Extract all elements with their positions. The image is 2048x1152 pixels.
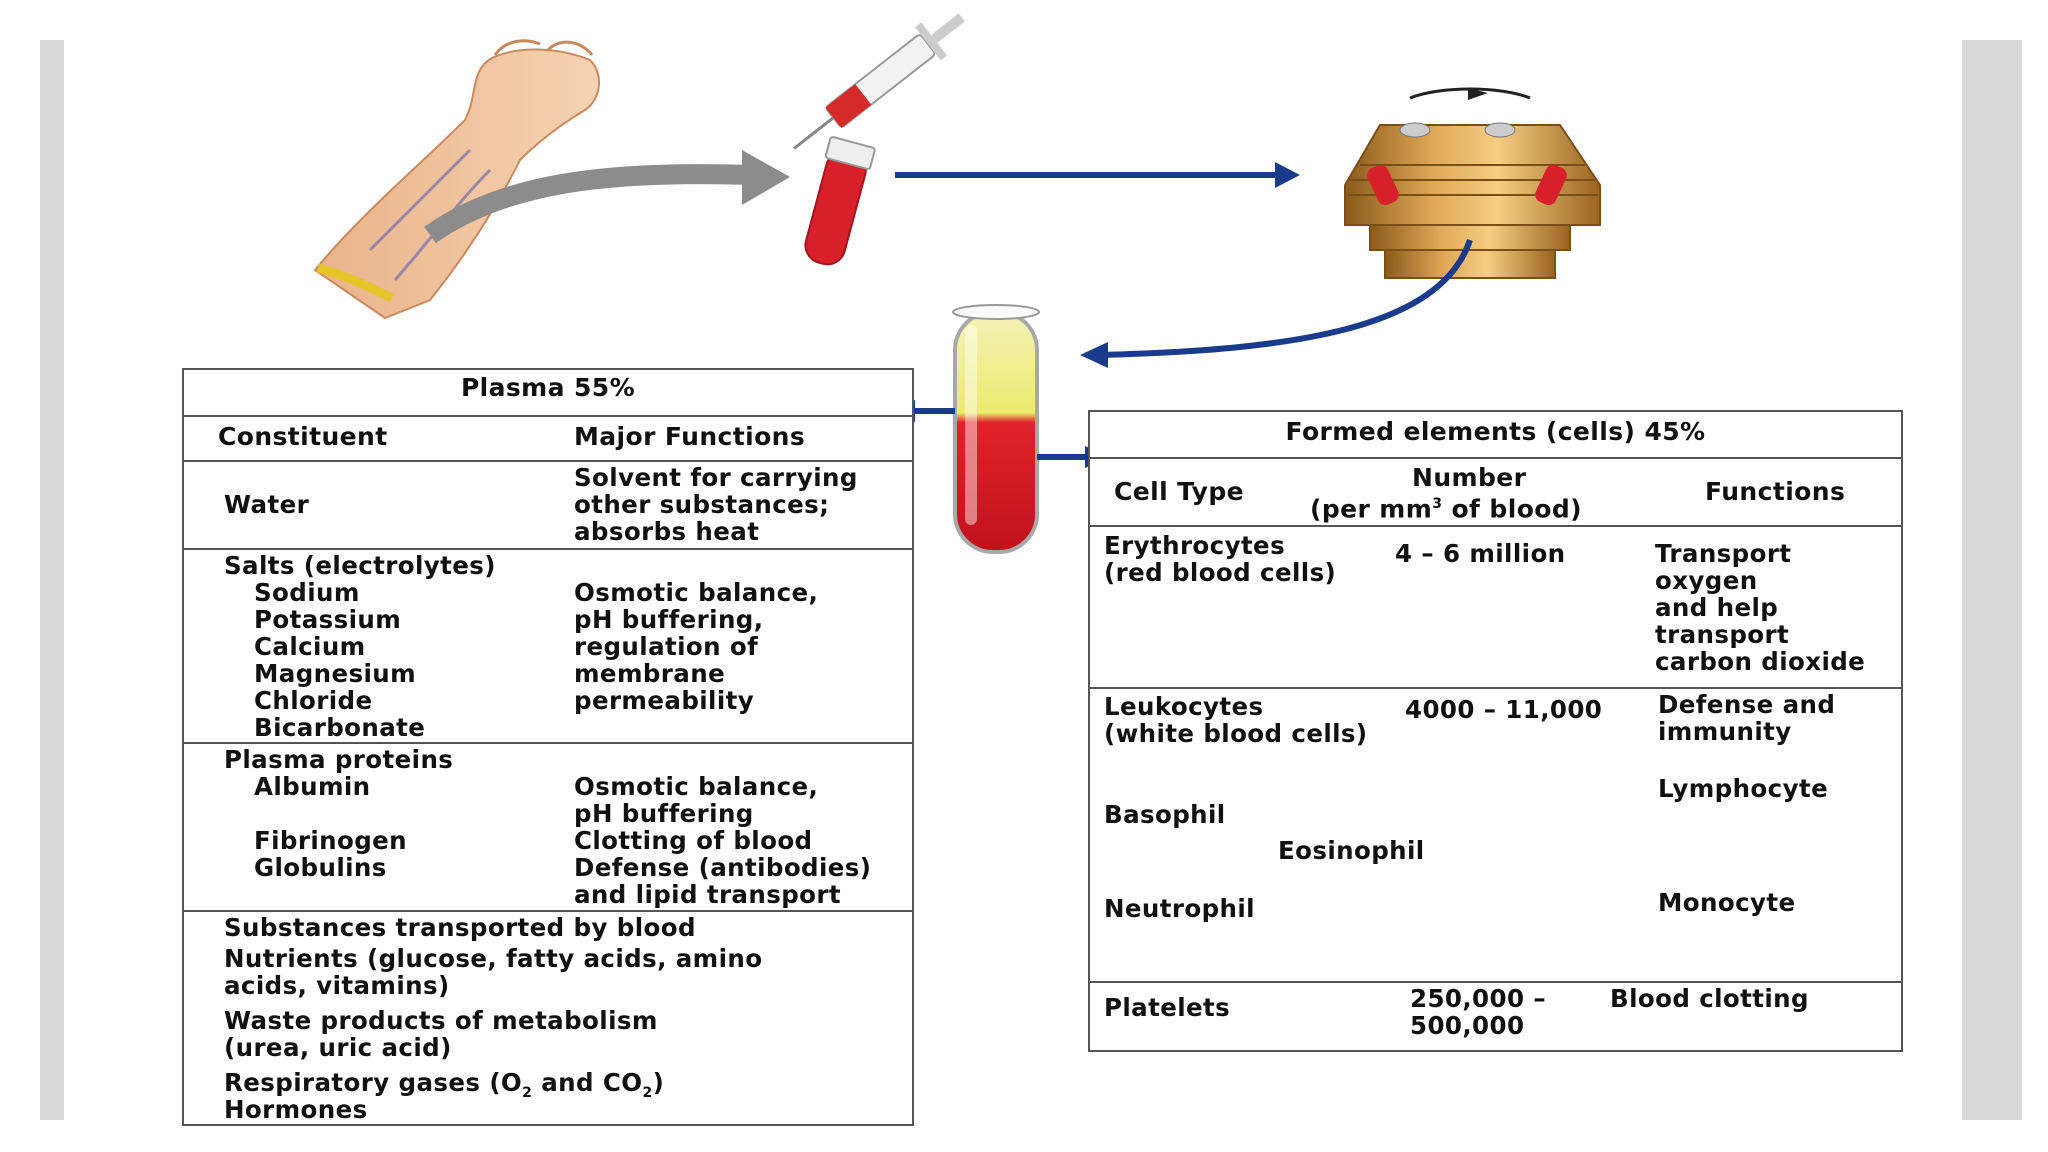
salt-item: Potassium bbox=[254, 605, 402, 634]
blood-tube-illustration bbox=[804, 136, 876, 266]
erythrocytes-function-2: oxygen bbox=[1655, 566, 1758, 595]
salts-function-2: pH buffering, bbox=[574, 605, 764, 634]
globulins-label: Globulins bbox=[254, 853, 387, 882]
leukocytes-function-2: immunity bbox=[1658, 717, 1792, 746]
syringe-illustration bbox=[793, 13, 965, 150]
leukocytes-function-1: Defense and bbox=[1658, 690, 1836, 719]
right-gray-bar bbox=[1962, 40, 2022, 1120]
salts-label: Salts (electrolytes) bbox=[224, 551, 496, 580]
leukocytes-alias: (white blood cells) bbox=[1104, 719, 1368, 748]
proteins-label: Plasma proteins bbox=[224, 745, 454, 774]
salt-item: Chloride bbox=[254, 686, 373, 715]
albumin-function-2: pH buffering bbox=[574, 799, 754, 828]
formed-row-leukocytes: Leukocytes (white blood cells) 4000 – 11… bbox=[1090, 687, 1901, 981]
formed-header-row: Cell Type Number (per mm3 of blood) Func… bbox=[1090, 457, 1901, 525]
plasma-col-functions: Major Functions bbox=[574, 422, 806, 451]
basophil-label: Basophil bbox=[1104, 800, 1226, 829]
erythrocytes-alias: (red blood cells) bbox=[1104, 558, 1337, 587]
formed-col-number-2: (per mm3 of blood) bbox=[1310, 494, 1582, 524]
salts-function-3: regulation of bbox=[574, 632, 759, 661]
formed-col-number-1: Number bbox=[1412, 463, 1527, 492]
platelets-function: Blood clotting bbox=[1610, 984, 1809, 1013]
neutrophil-label: Neutrophil bbox=[1104, 894, 1255, 923]
salt-item: Magnesium bbox=[254, 659, 417, 688]
salts-function-5: permeability bbox=[574, 686, 755, 715]
plasma-row-substances: Substances transported by blood Nutrient… bbox=[184, 910, 912, 1124]
platelets-number-2: 500,000 bbox=[1410, 1011, 1525, 1040]
erythrocytes-function-1: Transport bbox=[1655, 539, 1792, 568]
albumin-function-1: Osmotic balance, bbox=[574, 772, 819, 801]
formed-col-functions: Functions bbox=[1705, 477, 1846, 506]
hormones: Hormones bbox=[224, 1095, 368, 1124]
arm-illustration bbox=[313, 39, 601, 320]
monocyte-label: Monocyte bbox=[1658, 888, 1796, 917]
erythrocytes-function-3: and help bbox=[1655, 593, 1779, 622]
erythrocytes-function-5: carbon dioxide bbox=[1655, 647, 1866, 676]
salt-item: Bicarbonate bbox=[254, 713, 426, 742]
salts-function-1: Osmotic balance, bbox=[574, 578, 819, 607]
substances-title: Substances transported by blood bbox=[224, 913, 696, 942]
fibrinogen-label: Fibrinogen bbox=[254, 826, 408, 855]
plasma-row-water: Water Solvent for carrying other substan… bbox=[184, 460, 912, 548]
platelets-number-1: 250,000 – bbox=[1410, 984, 1546, 1013]
platelets-label: Platelets bbox=[1104, 993, 1231, 1022]
lymphocyte-label: Lymphocyte bbox=[1658, 774, 1829, 803]
albumin-label: Albumin bbox=[254, 772, 371, 801]
plasma-row-proteins: Plasma proteins Albumin Osmotic balance,… bbox=[184, 742, 912, 910]
water-label: Water bbox=[224, 490, 310, 519]
water-function-1: Solvent for carrying bbox=[574, 463, 858, 492]
formed-row-erythrocytes: Erythrocytes (red blood cells) 4 – 6 mil… bbox=[1090, 525, 1901, 687]
eosinophil-label: Eosinophil bbox=[1278, 836, 1425, 865]
plasma-header-row: Constituent Major Functions bbox=[184, 415, 912, 460]
gray-arrow bbox=[424, 150, 790, 244]
plasma-table: Plasma 55% Constituent Major Functions W… bbox=[182, 368, 914, 1126]
water-function-2: other substances; bbox=[574, 490, 830, 519]
nutrients-line-2: acids, vitamins) bbox=[224, 971, 450, 1000]
leukocytes-label: Leukocytes bbox=[1104, 692, 1264, 721]
erythrocytes-function-4: transport bbox=[1655, 620, 1790, 649]
salt-item: Calcium bbox=[254, 632, 366, 661]
separated-blood-tube bbox=[952, 304, 1040, 554]
fibrinogen-function: Clotting of blood bbox=[574, 826, 813, 855]
nutrients-line-1: Nutrients (glucose, fatty acids, amino bbox=[224, 944, 763, 973]
plasma-col-constituent: Constituent bbox=[218, 422, 388, 451]
formed-row-platelets: Platelets 250,000 – 500,000 Blood clotti… bbox=[1090, 981, 1901, 1050]
erythrocytes-number: 4 – 6 million bbox=[1395, 539, 1566, 568]
blue-arrow-to-tube bbox=[1080, 239, 1473, 368]
formed-title: Formed elements (cells) 45% bbox=[1285, 417, 1706, 446]
centrifuge-illustration bbox=[1344, 87, 1601, 279]
water-function-3: absorbs heat bbox=[574, 517, 760, 546]
waste-line-1: Waste products of metabolism bbox=[224, 1006, 658, 1035]
salts-function-4: membrane bbox=[574, 659, 726, 688]
respiratory-gases: Respiratory gases (O2 and CO2) bbox=[224, 1068, 665, 1101]
formed-elements-table: Formed elements (cells) 45% Cell Type Nu… bbox=[1088, 410, 1903, 1052]
plasma-title: Plasma 55% bbox=[460, 373, 636, 402]
globulins-function-2: and lipid transport bbox=[574, 880, 841, 909]
formed-col-cell-type: Cell Type bbox=[1114, 477, 1244, 506]
globulins-function-1: Defense (antibodies) bbox=[574, 853, 872, 882]
waste-line-2: (urea, uric acid) bbox=[224, 1033, 452, 1062]
erythrocytes-label: Erythrocytes bbox=[1104, 531, 1286, 560]
blue-arrow-to-centrifuge bbox=[895, 162, 1300, 188]
plasma-row-salts: Salts (electrolytes) Sodium Potassium Ca… bbox=[184, 548, 912, 742]
salt-item: Sodium bbox=[254, 578, 360, 607]
leukocytes-number: 4000 – 11,000 bbox=[1405, 695, 1603, 724]
left-gray-bar bbox=[40, 40, 64, 1120]
